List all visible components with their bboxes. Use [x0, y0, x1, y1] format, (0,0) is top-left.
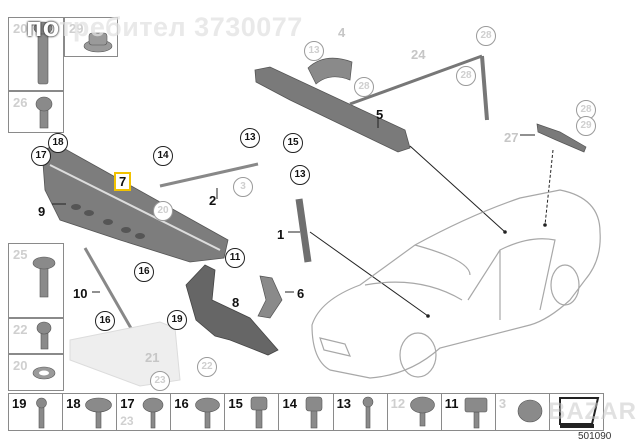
fastener-box-20-bottom: 20 [8, 354, 64, 391]
diagram-number: 501090 [578, 431, 612, 442]
part-label-21: 21 [145, 350, 160, 365]
callout-20: 20 [153, 201, 173, 221]
bumper-carrier-faded [69, 321, 181, 387]
part-label-4: 4 [338, 25, 346, 40]
bolt-icon [32, 256, 56, 298]
nut-icon [83, 32, 113, 53]
callout-28: 28 [476, 26, 496, 46]
fastener-cell-14: 14 [279, 394, 334, 430]
part-number: 26 [13, 95, 28, 110]
callout-16: 16 [134, 262, 154, 282]
rod-24 [349, 54, 483, 106]
callout-18: 18 [48, 133, 68, 153]
car-outline [311, 189, 601, 379]
part-number: 22 [13, 322, 28, 337]
front-support-bracket [41, 144, 229, 263]
bazar-brand-watermark: BAZAR [548, 398, 637, 425]
bracket-27 [536, 123, 587, 153]
fastener-cell-13: 13 [334, 394, 388, 430]
part-label-5: 5 [376, 107, 384, 122]
fastener-cell-12: 12 [388, 394, 442, 430]
part-label-7-highlighted: 7 [114, 172, 132, 191]
part-label-8: 8 [232, 295, 240, 310]
part-label-1: 1 [277, 227, 285, 242]
callout-13: 13 [240, 128, 260, 148]
clamp-4 [307, 57, 353, 85]
bracket-6 [257, 275, 283, 319]
part-number: 25 [13, 247, 28, 262]
rod-10 [83, 247, 134, 331]
part-number: 18 [66, 396, 81, 411]
part-label-6: 6 [297, 286, 305, 301]
fastener-box-20-top: 20 [8, 17, 64, 91]
seller-watermark: потребител 3730077 [26, 12, 303, 43]
bolt-icon [36, 321, 52, 350]
callout-28: 28 [354, 77, 374, 97]
part-label-2: 2 [209, 193, 217, 208]
fastener-cell-19: 19 [9, 394, 64, 430]
fastener-cell-15: 15 [225, 394, 280, 430]
callout-29: 29 [576, 116, 596, 136]
fastener-box-26: 26 [8, 91, 64, 133]
part-number: 3 [498, 396, 507, 411]
part-number: 13 [336, 396, 352, 411]
fastener-box-22: 22 [8, 318, 64, 354]
part-number: 12 [390, 396, 406, 411]
fastener-cell-11: 11 [442, 394, 496, 430]
fastener-cell-18: 18 [63, 394, 118, 430]
part-label-9: 9 [38, 204, 46, 219]
callout-3: 3 [233, 177, 253, 197]
part-number: 16 [174, 396, 189, 411]
fastener-cell-16: 16 [171, 394, 226, 430]
callout-23: 23 [150, 371, 170, 391]
rod-2 [159, 162, 259, 188]
washer-icon [32, 366, 56, 380]
fastener-cell-3: 3 [496, 394, 550, 430]
callout-19: 19 [167, 310, 187, 330]
bracket-8 [185, 264, 279, 356]
callout-22: 22 [197, 357, 217, 377]
callout-28: 28 [576, 100, 596, 120]
fastener-box-29: 29 [64, 17, 118, 57]
callout-13-faded: 13 [304, 41, 324, 61]
callout-17: 17 [31, 146, 51, 166]
callout-14: 14 [153, 146, 173, 166]
part-number: 20 [13, 358, 28, 373]
part-number: 19 [12, 396, 27, 411]
callout-13-strut: 13 [290, 165, 310, 185]
callout-11: 11 [225, 248, 245, 268]
bolt-icon [33, 21, 53, 85]
part-number: 20 [13, 21, 28, 36]
carrier-5 [254, 66, 411, 153]
watermark-light-text: требител 3730077 [59, 12, 303, 42]
part-number: 14 [282, 396, 297, 411]
part-number: 17 [120, 396, 135, 411]
fastener-box-25: 25 [8, 243, 64, 318]
part-label-10: 10 [73, 286, 88, 301]
part-label-24: 24 [411, 47, 426, 62]
bolt-icon [35, 96, 53, 129]
part-number: 29 [69, 21, 84, 36]
callout-16: 16 [95, 311, 115, 331]
bazar-logo-arrow [559, 397, 600, 428]
part-number: 11 [444, 396, 459, 411]
strut-1 [295, 198, 312, 263]
alt-part-number: 23 [120, 414, 134, 428]
part-label-27: 27 [504, 130, 519, 145]
callout-15: 15 [283, 133, 303, 153]
watermark-dark-text: по [26, 12, 60, 42]
callout-28: 28 [456, 66, 476, 86]
part-number: 15 [228, 396, 243, 411]
